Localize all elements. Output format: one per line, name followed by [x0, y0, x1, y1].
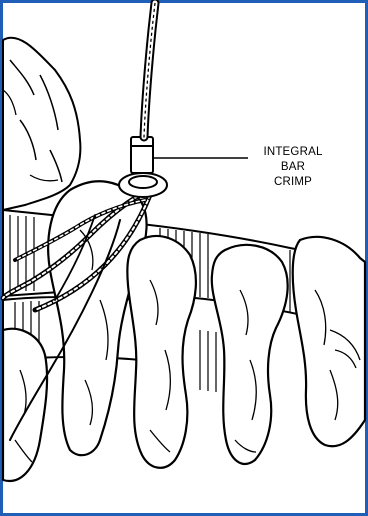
integral-bar-crimp-label: INTEGRAL BAR CRIMP — [248, 145, 338, 190]
bar-crimp-icon — [119, 137, 167, 197]
callout-line-3: CRIMP — [248, 175, 338, 190]
wire-cable-icon — [144, 3, 155, 137]
callout-line-1: INTEGRAL — [248, 145, 338, 160]
upper-vertebra — [3, 38, 80, 210]
callout-line-2: BAR — [248, 160, 338, 175]
